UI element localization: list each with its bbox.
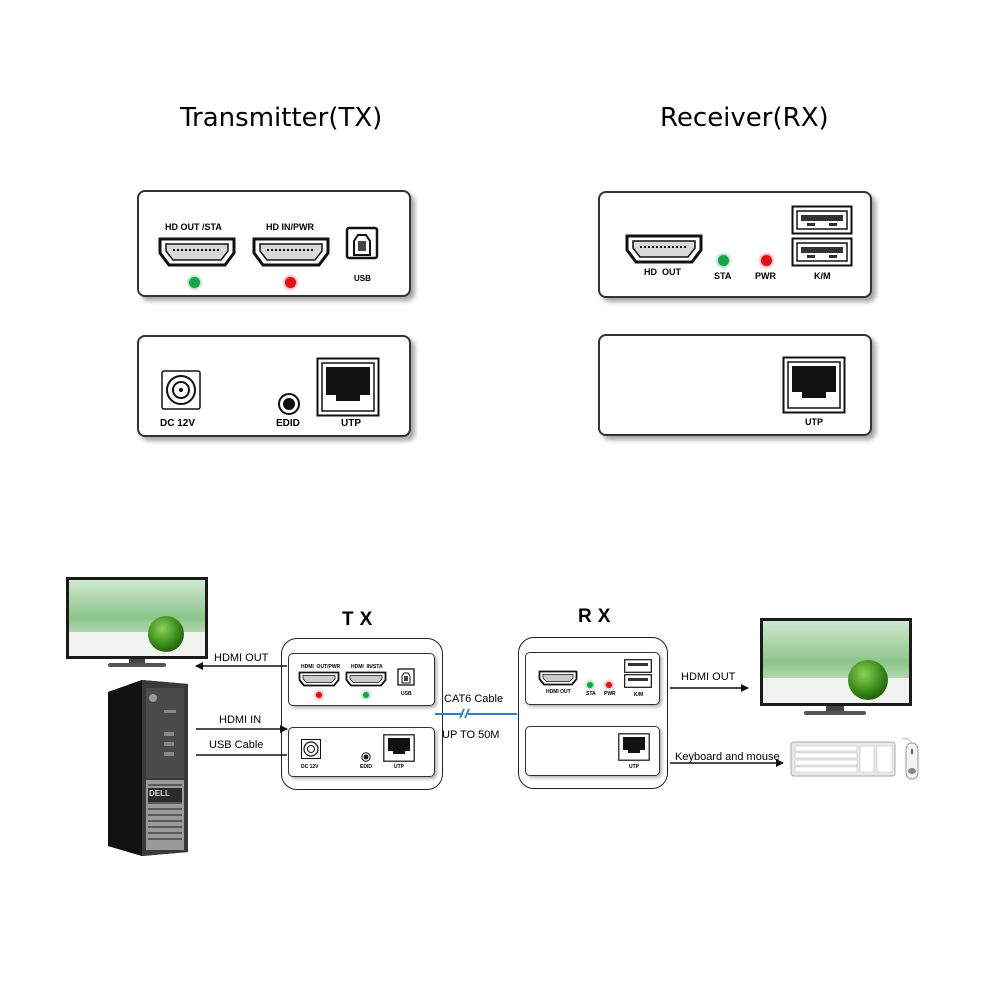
usb-b-port-icon bbox=[345, 226, 379, 260]
usb-cable-label: USB Cable bbox=[209, 739, 264, 751]
mini-tx-dc-label: DC 12V bbox=[301, 764, 319, 770]
rx-diagram-label: RX bbox=[578, 606, 617, 627]
rx-front-panel: HD OUT STA PWR K/M bbox=[598, 191, 872, 298]
edid-button-icon bbox=[361, 752, 371, 762]
mini-tx-sta-led bbox=[363, 692, 369, 698]
usb-a-port-icon bbox=[624, 659, 652, 673]
rj45-port-icon bbox=[618, 733, 650, 761]
rx-utp-label: UTP bbox=[805, 417, 823, 427]
usb-a-port-icon bbox=[624, 674, 652, 688]
rx-hd-out-label: HD OUT bbox=[644, 267, 681, 277]
up-to-label: UP TO 50M bbox=[442, 729, 500, 741]
usb-a-port-icon bbox=[791, 237, 853, 267]
hdmi-port-icon bbox=[298, 671, 340, 687]
dc-jack-icon bbox=[161, 370, 201, 410]
mini-tx-pwr-led bbox=[316, 692, 322, 698]
mini-tx-back-panel: DC 12V EDID UTP bbox=[288, 727, 435, 777]
mini-rx-km-label: K/M bbox=[634, 692, 644, 698]
keyboard-mouse-label: Keyboard and mouse bbox=[675, 751, 780, 763]
mini-tx-hdmi-out-pwr-label: HDMI OUT/PWR bbox=[301, 664, 341, 670]
mini-tx-front-panel: HDMI OUT/PWR HDMI IN/STA USB bbox=[288, 653, 435, 706]
rx-km-label: K/M bbox=[814, 271, 831, 281]
dc-jack-icon bbox=[301, 739, 321, 759]
rj45-port-icon bbox=[316, 357, 380, 417]
mini-tx-edid-label: EDID bbox=[360, 764, 372, 770]
mini-rx-hdmi-out-label: HDMI OUT bbox=[546, 689, 571, 695]
cat6-label: CAT6 Cable bbox=[444, 693, 504, 705]
left-monitor-image bbox=[66, 577, 208, 667]
hdmi-port-icon bbox=[345, 671, 387, 687]
hdmi-port-icon bbox=[252, 237, 330, 267]
mini-tx-hdmi-in-sta-label: HDMI IN/STA bbox=[351, 664, 383, 670]
mini-rx-utp-label: UTP bbox=[629, 764, 639, 770]
edid-button-icon bbox=[278, 393, 300, 415]
rj45-port-icon bbox=[782, 356, 846, 414]
tx-sta-led bbox=[189, 277, 200, 288]
tx-front-panel: HD OUT /STA HD IN/PWR USB bbox=[137, 190, 411, 297]
tx-diagram-label: TX bbox=[342, 609, 379, 630]
tx-unit-diagram: HDMI OUT/PWR HDMI IN/STA USB DC 12V bbox=[281, 638, 443, 790]
rj45-port-icon bbox=[383, 734, 415, 762]
tx-dc-label: DC 12V bbox=[160, 418, 196, 429]
mini-rx-sta-led bbox=[587, 682, 593, 688]
mini-tx-utp-label: UTP bbox=[394, 764, 404, 770]
hdmi-out-right-label: HDMI OUT bbox=[681, 671, 736, 683]
mini-rx-front-panel: HDMI OUT STA PWR K/M bbox=[525, 652, 660, 705]
rx-back-panel: UTP bbox=[598, 334, 872, 436]
rx-pwr-label: PWR bbox=[755, 271, 776, 281]
hdmi-port-icon bbox=[625, 234, 703, 264]
hdmi-out-left-label: HDMI OUT bbox=[214, 652, 269, 664]
tx-edid-label: EDID bbox=[276, 418, 300, 429]
mini-rx-back-panel: UTP bbox=[525, 726, 660, 776]
tx-hd-out-sta-label: HD OUT /STA bbox=[165, 222, 222, 232]
tx-hd-in-pwr-label: HD IN/PWR bbox=[266, 222, 314, 232]
tx-pwr-led bbox=[285, 277, 296, 288]
mini-rx-sta-label: STA bbox=[586, 691, 596, 697]
rx-sta-led bbox=[718, 255, 729, 266]
keyboard-mouse-image bbox=[790, 738, 919, 780]
rx-pwr-led bbox=[761, 255, 772, 266]
hdmi-in-label: HDMI IN bbox=[219, 714, 262, 726]
mini-tx-usb-label: USB bbox=[401, 691, 412, 697]
rx-sta-label: STA bbox=[714, 271, 732, 281]
right-monitor-image bbox=[760, 618, 912, 715]
rx-unit-diagram: HDMI OUT STA PWR K/M UTP bbox=[518, 637, 668, 789]
usb-a-port-icon bbox=[791, 205, 853, 235]
tx-back-panel: DC 12V EDID UTP bbox=[137, 335, 411, 437]
pc-brand-logo: DELL bbox=[149, 789, 170, 798]
mini-rx-pwr-label: PWR bbox=[604, 691, 616, 697]
mini-rx-pwr-led bbox=[606, 682, 612, 688]
tx-utp-label: UTP bbox=[341, 418, 361, 429]
tx-usb-label: USB bbox=[354, 274, 371, 283]
hdmi-port-icon bbox=[538, 670, 578, 686]
usb-b-port-icon bbox=[397, 668, 415, 686]
cable-break-icon bbox=[459, 708, 470, 719]
rx-title: Receiver(RX) bbox=[660, 103, 829, 133]
tx-title: Transmitter(TX) bbox=[180, 103, 383, 133]
desktop-pc-image bbox=[108, 680, 188, 856]
hdmi-port-icon bbox=[158, 237, 236, 267]
